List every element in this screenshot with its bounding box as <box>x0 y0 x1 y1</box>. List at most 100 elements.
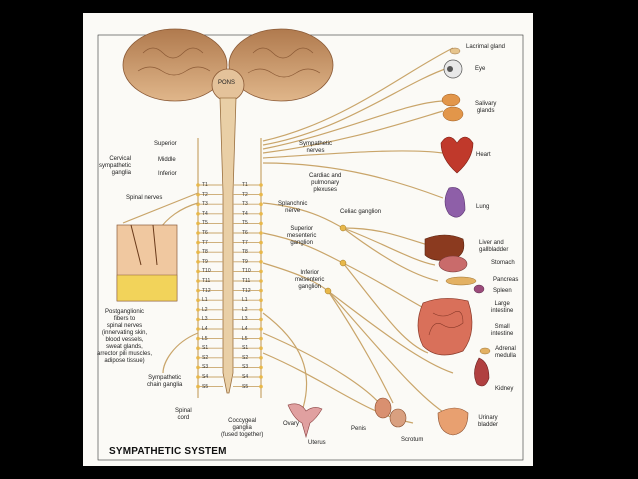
right-segment-T7: T7 <box>242 239 248 246</box>
right-segment-T6: T6 <box>242 230 248 236</box>
penis <box>374 397 392 419</box>
right-chain-ganglion-T7 <box>259 240 263 245</box>
left-segment-T10: T10 <box>202 268 211 275</box>
organs <box>116 47 491 439</box>
adrenal-medulla-label: Adrenal medulla <box>495 346 517 359</box>
diagram-page: PONS Cervical sympathetic ganglia Superi… <box>83 13 533 466</box>
right-segment-L1: L1 <box>242 297 248 304</box>
spleen-label: Spleen <box>493 288 512 294</box>
lacrimal-gland <box>449 47 461 55</box>
right-segment-L4: L4 <box>242 326 248 332</box>
penis-label: Penis <box>351 426 367 432</box>
left-chain-ganglion-L2 <box>196 308 200 312</box>
left-segment-T11: T11 <box>202 278 211 284</box>
cervical-ganglia-label: Cervical sympathetic ganglia <box>99 156 132 176</box>
left-segment-S1: S1 <box>202 345 209 352</box>
salivary-gland-2 <box>442 106 464 122</box>
right-chain-ganglion-T3 <box>259 202 263 206</box>
kidney <box>474 357 490 387</box>
urinary-bladder-label: Urinary bladder <box>478 415 499 428</box>
scrotum-label: Scrotum <box>401 437 424 443</box>
left-chain-ganglion-L5 <box>196 336 200 341</box>
right-chain-ganglion-L1 <box>259 298 263 303</box>
inferior-mesenteric-label: Inferior mesenteric ganglion <box>295 270 325 290</box>
stomach <box>438 255 468 273</box>
left-segment-T8: T8 <box>202 249 208 256</box>
right-segment-T3: T3 <box>242 201 248 208</box>
left-segment-T3: T3 <box>202 201 208 208</box>
lung <box>444 187 466 218</box>
left-segment-T1: T1 <box>202 182 208 188</box>
left-segment-L2: L2 <box>202 306 208 313</box>
kidney-label: Kidney <box>495 386 514 392</box>
large-intestine-label: Large intestine <box>491 301 514 314</box>
right-chain-ganglion-T11 <box>259 279 263 283</box>
right-chain-ganglion-S4 <box>259 375 263 379</box>
left-segment-T7: T7 <box>202 239 208 246</box>
right-segment-S3: S3 <box>242 364 249 371</box>
right-chain-ganglion-T2 <box>259 192 263 197</box>
right-segment-T8: T8 <box>242 249 248 256</box>
left-chain-ganglion-T5 <box>196 221 200 226</box>
sympathetic-nerves-label: Sympathetic nerves <box>299 141 333 154</box>
left-chain-ganglion-L1 <box>196 298 200 303</box>
uterus-label: Uterus <box>308 440 326 446</box>
heart <box>440 136 474 174</box>
right-segment-S1: S1 <box>242 345 249 352</box>
stomach-label: Stomach <box>491 260 515 266</box>
eye-label: Eye <box>475 66 486 72</box>
right-segment-T9: T9 <box>242 258 248 265</box>
left-segment-T6: T6 <box>202 230 208 236</box>
left-segment-L5: L5 <box>202 335 208 342</box>
celiac-ganglion-label: Celiac ganglion <box>340 209 382 215</box>
superior-mesenteric-label: Superior mesenteric ganglion <box>287 226 317 246</box>
right-chain-ganglion-L2 <box>259 308 263 312</box>
lacrimal-gland-label: Lacrimal gland <box>466 44 506 50</box>
left-chain-ganglion-L3 <box>196 317 200 322</box>
urinary-bladder <box>437 407 469 436</box>
chain-ganglia-label: Sympathetic chain ganglia <box>147 375 183 388</box>
left-segment-L4: L4 <box>202 326 208 332</box>
left-chain-ganglion-S4 <box>196 375 200 379</box>
right-segment-S2: S2 <box>242 354 249 361</box>
right-chain-ganglion-S3 <box>259 365 263 370</box>
right-segment-T1: T1 <box>242 182 248 188</box>
right-chain-ganglion-T12 <box>259 288 263 293</box>
right-chain-ganglion-L5 <box>259 336 263 341</box>
pons-label: PONS <box>218 80 236 86</box>
pancreas-label: Pancreas <box>493 277 519 283</box>
diagram-title: SYMPATHETIC SYSTEM <box>109 446 227 457</box>
left-chain-ganglion-T6 <box>196 231 200 235</box>
right-segment-T5: T5 <box>242 220 248 227</box>
left-segment-S3: S3 <box>202 364 209 371</box>
coccygeal-ganglia-label: Coccygeal ganglia (fused together) <box>221 418 264 438</box>
lung-label: Lung <box>476 204 490 210</box>
left-segment-S5: S5 <box>202 383 209 390</box>
left-chain-ganglion-L4 <box>196 327 200 331</box>
spinal-nerves-label: Spinal nerves <box>126 195 163 201</box>
right-chain-ganglion-T8 <box>259 250 263 254</box>
left-segment-L1: L1 <box>202 297 208 304</box>
superior-ganglion-label: Superior <box>154 141 177 147</box>
right-chain-ganglion-T1 <box>259 183 263 187</box>
salivary-gland-1 <box>441 93 461 107</box>
sympathetic-chains <box>197 138 262 398</box>
right-segment-L5: L5 <box>242 335 248 342</box>
right-chain-ganglion-T5 <box>259 221 263 226</box>
right-chain-ganglion-L4 <box>259 327 263 331</box>
right-segment-T2: T2 <box>242 191 248 198</box>
right-chain-ganglion-S5 <box>259 384 263 389</box>
heart-label: Heart <box>476 152 491 158</box>
brain <box>122 28 334 102</box>
left-chain-ganglion-T1 <box>196 183 200 187</box>
spinal-cord <box>219 97 237 394</box>
left-chain-ganglion-T11 <box>196 279 200 283</box>
right-chain-ganglion-T9 <box>259 260 263 264</box>
left-chain-ganglion-T7 <box>196 240 200 245</box>
left-chain-ganglion-T4 <box>196 212 200 216</box>
splanchnic-nerve-label: Splanchnic nerve <box>278 201 308 214</box>
left-segment-T2: T2 <box>202 191 208 198</box>
left-segment-S4: S4 <box>202 374 209 380</box>
left-chain-ganglion-T10 <box>196 269 200 274</box>
right-chain-ganglion-S1 <box>259 346 263 351</box>
